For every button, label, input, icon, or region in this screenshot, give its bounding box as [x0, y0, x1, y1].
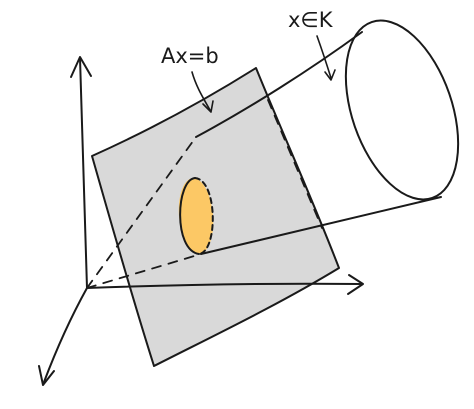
cone-label: x∈K: [288, 8, 334, 32]
affine-set-label: Ax=b: [161, 44, 219, 68]
affine-plane: [91, 67, 340, 367]
cone-pointer-head: [324, 69, 336, 81]
plane-hidden-edge: [267, 99, 323, 229]
y-axis: [79, 57, 88, 289]
affine-set-pointer: [191, 71, 211, 111]
cone-upper-edge-hidden: [86, 136, 197, 289]
z-axis-arrowhead: [38, 365, 55, 386]
cone-annotation: x∈K: [288, 8, 336, 81]
coordinate-axes: [38, 56, 364, 386]
x-axis: [86, 282, 363, 289]
intersection-region: [178, 177, 214, 255]
affine-set-annotation: Ax=b: [161, 44, 219, 113]
cone-upper-edge: [195, 31, 363, 138]
affine-set-pointer-head: [202, 100, 214, 113]
z-axis: [43, 287, 88, 383]
intersection-outline-visible: [179, 177, 200, 255]
cone-opening-ellipse: [344, 19, 460, 201]
cone-lines: [86, 31, 442, 289]
cone-pointer: [316, 35, 332, 79]
y-axis-arrowhead: [70, 56, 92, 78]
intersection-outline-hidden: [194, 177, 214, 255]
intersection-ellipse: [178, 178, 214, 254]
x-axis-arrowhead: [347, 274, 364, 295]
cone-lower-edge-hidden: [86, 253, 202, 289]
